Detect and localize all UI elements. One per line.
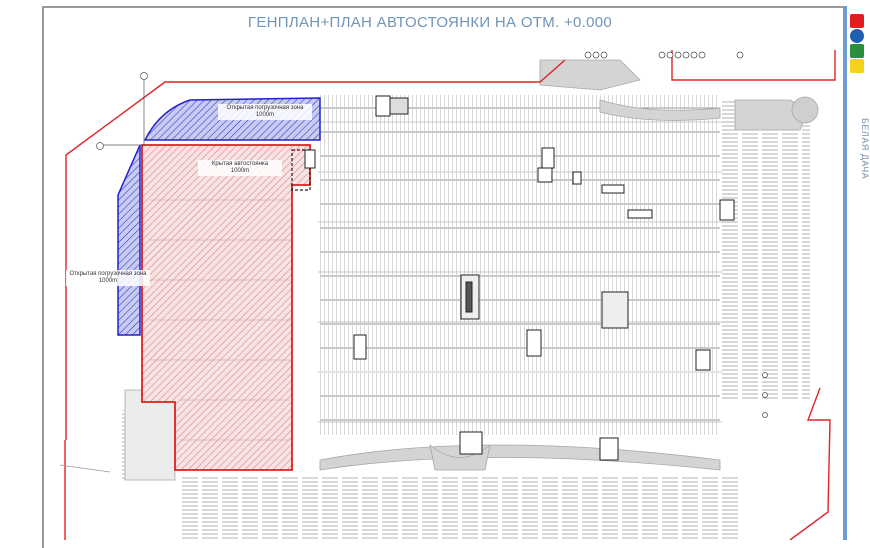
parking-field — [120, 95, 810, 540]
open-loading-zone-left — [117, 144, 141, 336]
grid-axes — [59, 72, 148, 473]
drawing-title: ГЕНПЛАН+ПЛАН АВТОСТОЯНКИ НА ОТМ. +0.000 — [247, 14, 613, 31]
brand-name: БЕЛАЯ ДАЧА — [860, 118, 870, 180]
mega-logo-icon — [850, 14, 866, 74]
site-boundary — [64, 50, 836, 540]
roads — [124, 59, 819, 481]
side-accent-bar — [843, 6, 847, 540]
building-blocks — [304, 95, 735, 461]
tree-markers — [584, 51, 768, 418]
